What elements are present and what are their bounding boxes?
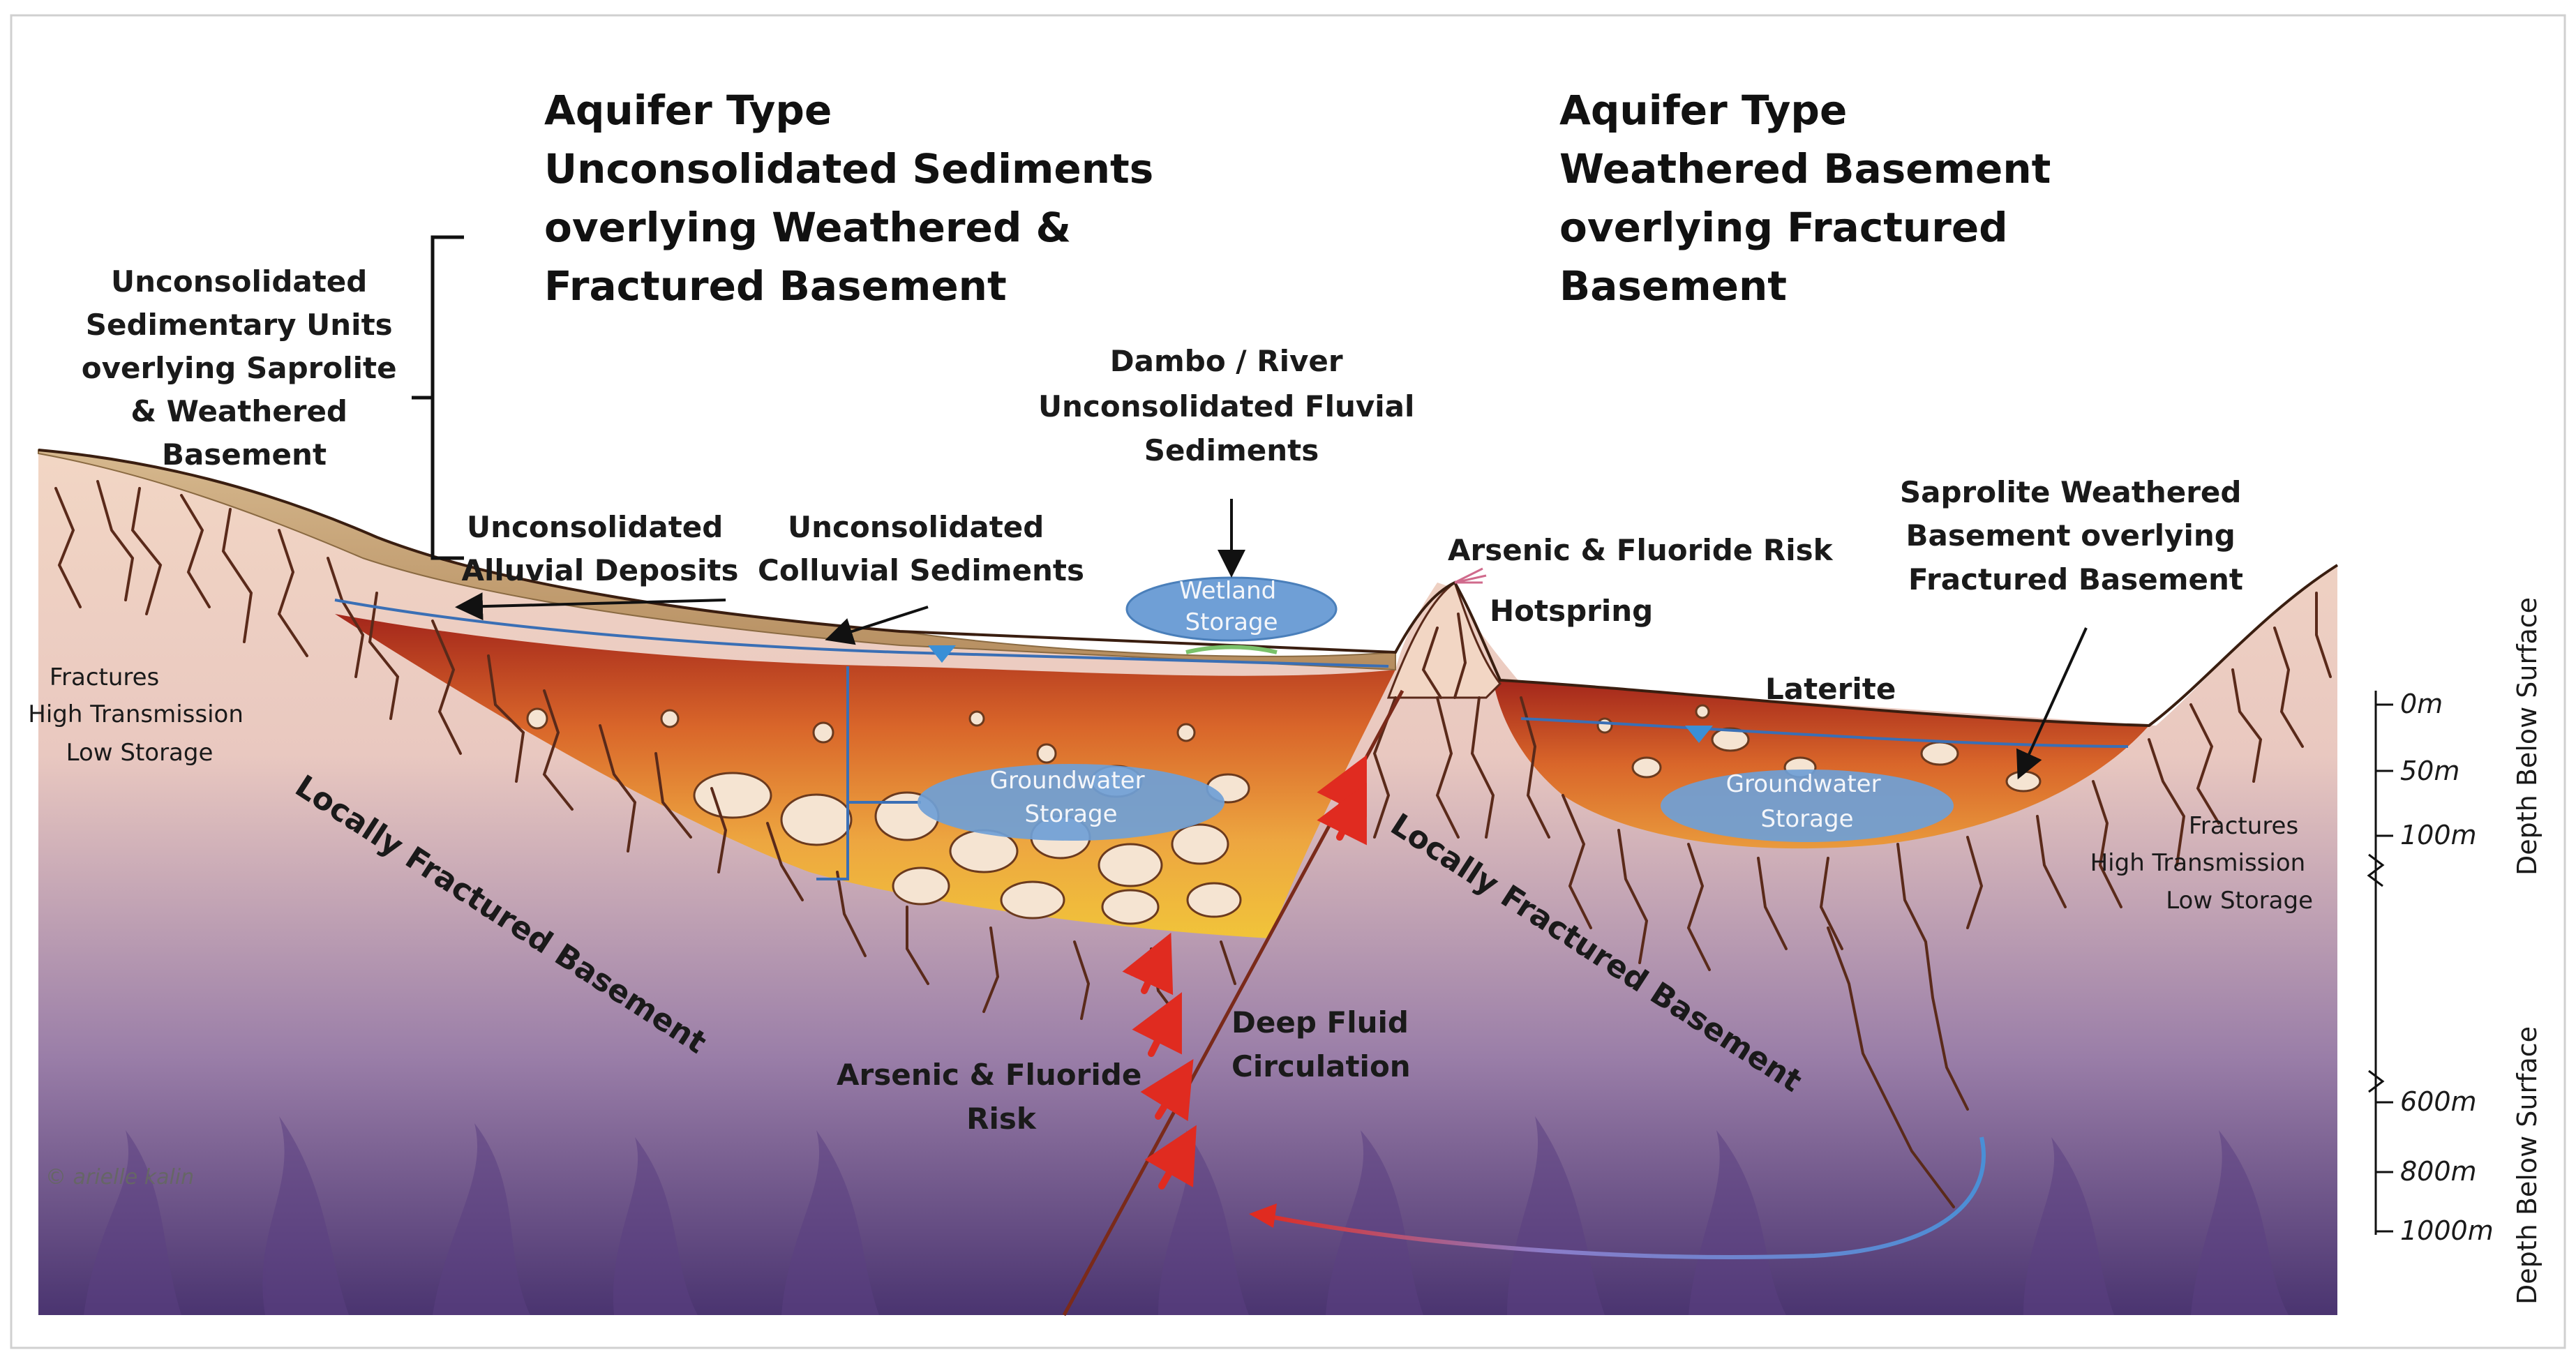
label-line: Groundwater — [1726, 770, 1881, 798]
fractures-right-label: Fractures High Transmission Low Storage — [2090, 812, 2313, 915]
depth-ticks — [2376, 703, 2393, 1233]
label-line: overlying Saprolite — [82, 351, 397, 385]
wetland-label: Wetland Storage — [1179, 577, 1284, 636]
label-line: Basement overlying — [1906, 518, 2236, 553]
hotspring-label: Hotspring — [1490, 594, 1653, 628]
label-line: Unconsolidated Fluvial — [1038, 389, 1414, 423]
tick-600m: 600m — [2400, 1086, 2477, 1117]
label-line: High Transmission — [28, 700, 244, 728]
left-heading-line: Aquifer Type — [544, 87, 832, 134]
right-heading-line: Weathered Basement — [1559, 145, 2051, 193]
fractures-left-label: Fractures High Transmission Low Storage — [28, 663, 250, 767]
hotspring-wisps — [1454, 567, 1487, 584]
tick-1000m: 1000m — [2400, 1215, 2494, 1246]
depth-title-lower: Depth Below Surface — [2512, 1026, 2543, 1305]
frame — [10, 14, 2566, 1349]
label-line: Saprolite Weathered — [1900, 475, 2242, 509]
tick-100m: 100m — [2400, 820, 2477, 850]
label-line: Alluvial Deposits — [461, 553, 738, 587]
depth-title-upper: Depth Below Surface — [2512, 597, 2543, 876]
label-line: Risk — [966, 1102, 1037, 1136]
label-line: Circulation — [1231, 1049, 1411, 1083]
sed-units-label: Unconsolidated Sedimentary Units overlyi… — [82, 264, 407, 472]
gw-right-label: Groundwater Storage — [1726, 770, 1889, 833]
credit-label: © arielle kalin — [45, 1165, 194, 1189]
label-line: Sediments — [1144, 433, 1319, 467]
label-line: Arsenic & Fluoride — [837, 1058, 1141, 1092]
label-line: Colluvial Sediments — [758, 553, 1084, 587]
label-line: Deep Fluid — [1231, 1005, 1409, 1039]
label-line: Low Storage — [66, 739, 214, 767]
wetland-green-patch — [1185, 645, 1278, 654]
label-line: Wetland — [1179, 577, 1276, 605]
dambo-label: Dambo / River Unconsolidated Fluvial Sed… — [1038, 344, 1425, 467]
left-boulders — [526, 707, 1250, 925]
ground-surface — [38, 449, 2339, 728]
label-line: Fractures — [2189, 812, 2298, 840]
deep-wisps — [84, 1116, 2289, 1315]
label-line: Storage — [1185, 608, 1278, 636]
label-line: Sedimentary Units — [86, 308, 393, 342]
axis-break — [2367, 853, 2385, 1093]
arsenic-top-label: Arsenic & Fluoride Risk — [1448, 533, 1834, 567]
label-line: Fractured Basement — [1908, 562, 2243, 596]
left-heading: Aquifer Type Unconsolidated Sediments ov… — [544, 87, 1168, 310]
hot-fluid-arrows — [1122, 755, 1367, 1189]
right-heading-line: overlying Fractured — [1559, 204, 2008, 251]
right-heading-line: Aquifer Type — [1559, 87, 1847, 134]
colluvial-label: Unconsolidated Colluvial Sediments — [758, 510, 1084, 587]
left-heading-line: Unconsolidated Sediments — [544, 145, 1153, 193]
saprolite-label: Saprolite Weathered Basement overlying F… — [1900, 475, 2252, 596]
label-line: Dambo / River — [1110, 344, 1343, 378]
water-table — [334, 599, 2129, 1259]
groundwater-storage-left — [918, 764, 1225, 841]
label-line: Unconsolidated — [788, 510, 1044, 544]
arsenic-low-label: Arsenic & Fluoride Risk — [837, 1058, 1152, 1136]
label-line: Storage — [1024, 800, 1117, 828]
left-heading-line: overlying Weathered & — [544, 204, 1071, 251]
label-line: & Weathered — [130, 394, 347, 428]
laterite-label: Laterite — [1765, 672, 1896, 706]
deep-fluid-label: Deep Fluid Circulation — [1231, 1005, 1419, 1083]
label-line: Basement — [162, 437, 327, 472]
label-line: Fractures — [50, 663, 159, 691]
groundwater-storage-right — [1661, 770, 1954, 842]
deep-circulation-arrowhead — [1249, 1203, 1277, 1228]
tick-800m: 800m — [2400, 1156, 2477, 1187]
label-line: Groundwater — [990, 767, 1145, 795]
water-level-marker-left — [928, 645, 956, 663]
pointer-arrows — [455, 499, 2088, 780]
label-line: Storage — [1760, 805, 1853, 833]
label-line: Unconsolidated — [111, 264, 367, 299]
label-line: Unconsolidated — [467, 510, 723, 544]
right-heading: Aquifer Type Weathered Basement overlyin… — [1559, 87, 2065, 310]
alluvial-label: Unconsolidated Alluvial Deposits — [461, 510, 738, 587]
tick-0m: 0m — [2400, 689, 2443, 719]
right-weathered-zone — [1493, 680, 2149, 849]
gw-left-label: Groundwater Storage — [990, 767, 1153, 828]
tick-50m: 50m — [2400, 756, 2459, 786]
water-level-marker-right — [1685, 726, 1713, 743]
label-line: High Transmission — [2090, 849, 2306, 877]
label-line: Low Storage — [2166, 887, 2313, 915]
right-heading-line: Basement — [1559, 262, 1787, 310]
left-heading-line: Fractured Basement — [544, 262, 1007, 310]
sed-units-bracket — [412, 235, 464, 560]
wetland-storage — [1125, 576, 1338, 642]
